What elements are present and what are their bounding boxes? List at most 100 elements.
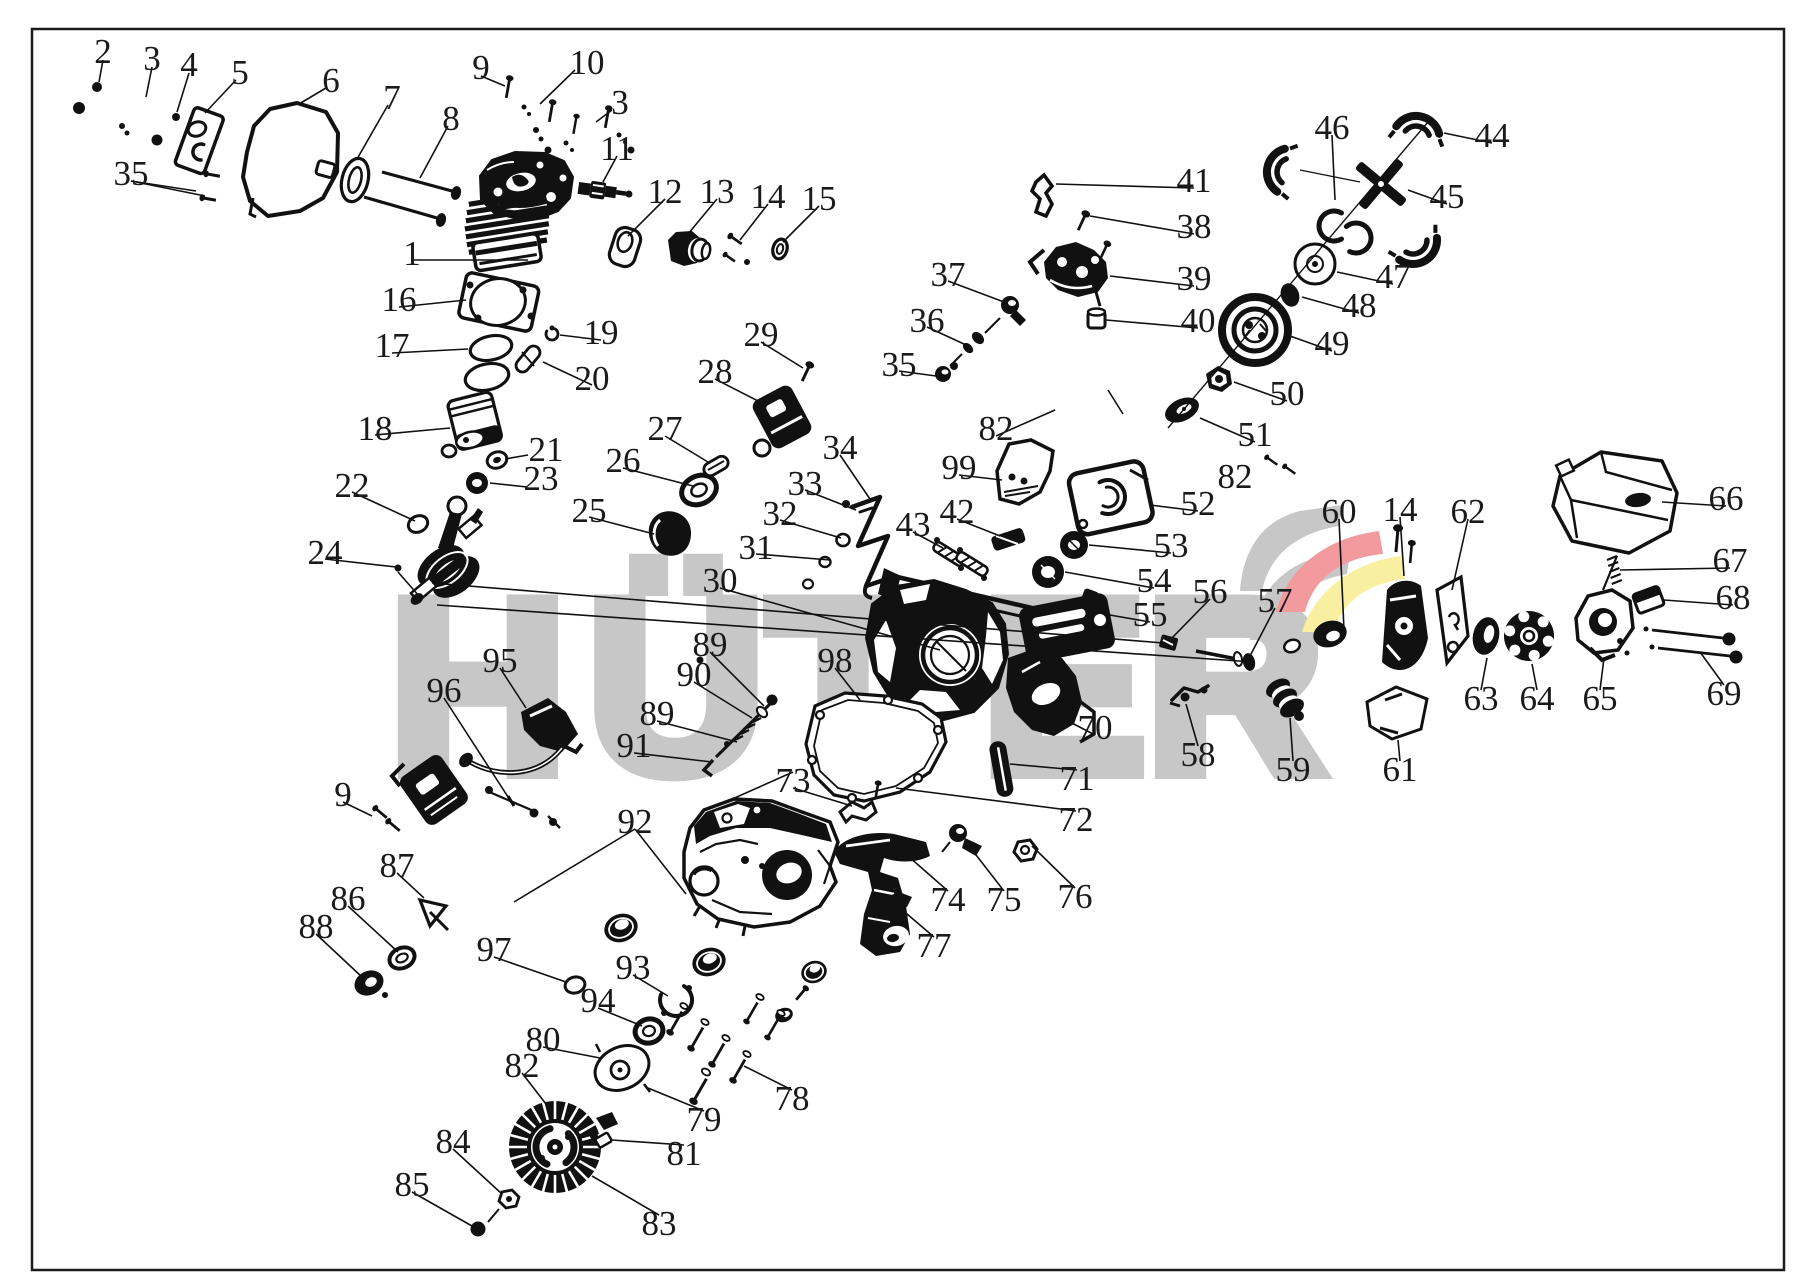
svg-text:2: 2 bbox=[94, 32, 112, 71]
svg-text:98: 98 bbox=[818, 641, 853, 680]
svg-text:89: 89 bbox=[640, 694, 675, 733]
svg-text:81: 81 bbox=[667, 1134, 702, 1173]
svg-text:86: 86 bbox=[331, 879, 366, 918]
svg-text:20: 20 bbox=[575, 359, 610, 398]
svg-text:74: 74 bbox=[931, 880, 966, 919]
svg-text:35: 35 bbox=[114, 154, 149, 193]
svg-text:24: 24 bbox=[308, 533, 343, 572]
svg-text:27: 27 bbox=[648, 409, 683, 448]
svg-text:75: 75 bbox=[987, 880, 1022, 919]
svg-text:85: 85 bbox=[395, 1165, 430, 1204]
svg-text:68: 68 bbox=[1716, 578, 1751, 617]
svg-text:38: 38 bbox=[1177, 207, 1212, 246]
svg-text:9: 9 bbox=[472, 48, 490, 87]
svg-text:31: 31 bbox=[739, 528, 774, 567]
svg-text:37: 37 bbox=[931, 255, 966, 294]
svg-text:96: 96 bbox=[427, 671, 462, 710]
svg-text:28: 28 bbox=[698, 352, 733, 391]
svg-text:82: 82 bbox=[1218, 457, 1253, 496]
svg-text:73: 73 bbox=[776, 761, 811, 800]
svg-text:47: 47 bbox=[1376, 257, 1411, 296]
svg-text:92: 92 bbox=[618, 802, 653, 841]
svg-text:59: 59 bbox=[1276, 750, 1311, 789]
svg-text:10: 10 bbox=[570, 43, 605, 82]
svg-text:66: 66 bbox=[1709, 479, 1744, 518]
svg-text:6: 6 bbox=[322, 61, 340, 100]
svg-text:48: 48 bbox=[1342, 286, 1377, 325]
svg-text:88: 88 bbox=[299, 907, 334, 946]
svg-text:72: 72 bbox=[1059, 800, 1094, 839]
svg-text:99: 99 bbox=[942, 448, 977, 487]
svg-text:71: 71 bbox=[1060, 759, 1095, 798]
svg-text:70: 70 bbox=[1078, 708, 1113, 747]
svg-text:14: 14 bbox=[1383, 490, 1418, 529]
svg-text:51: 51 bbox=[1238, 415, 1273, 454]
svg-text:46: 46 bbox=[1315, 108, 1350, 147]
svg-text:69: 69 bbox=[1707, 674, 1742, 713]
svg-text:64: 64 bbox=[1520, 679, 1555, 718]
svg-text:40: 40 bbox=[1181, 301, 1216, 340]
svg-text:56: 56 bbox=[1193, 572, 1228, 611]
svg-text:8: 8 bbox=[442, 99, 460, 138]
svg-text:55: 55 bbox=[1133, 595, 1168, 634]
svg-text:22: 22 bbox=[335, 466, 370, 505]
svg-text:3: 3 bbox=[143, 39, 161, 78]
svg-text:76: 76 bbox=[1058, 877, 1093, 916]
svg-text:16: 16 bbox=[382, 280, 417, 319]
svg-text:9: 9 bbox=[334, 775, 352, 814]
svg-text:32: 32 bbox=[763, 494, 798, 533]
svg-text:30: 30 bbox=[703, 561, 738, 600]
svg-text:80: 80 bbox=[526, 1020, 561, 1059]
svg-text:65: 65 bbox=[1583, 679, 1618, 718]
svg-text:83: 83 bbox=[642, 1204, 677, 1243]
svg-text:26: 26 bbox=[606, 441, 641, 480]
svg-text:91: 91 bbox=[617, 726, 652, 765]
svg-text:52: 52 bbox=[1181, 484, 1216, 523]
svg-text:36: 36 bbox=[910, 301, 945, 340]
svg-text:39: 39 bbox=[1177, 259, 1212, 298]
svg-text:14: 14 bbox=[751, 177, 786, 216]
svg-text:35: 35 bbox=[882, 345, 917, 384]
svg-text:15: 15 bbox=[802, 179, 837, 218]
svg-text:93: 93 bbox=[616, 948, 651, 987]
svg-text:Ü: Ü bbox=[588, 549, 765, 823]
svg-text:12: 12 bbox=[648, 172, 683, 211]
svg-text:29: 29 bbox=[744, 315, 779, 354]
svg-text:53: 53 bbox=[1154, 526, 1189, 565]
svg-text:44: 44 bbox=[1475, 116, 1510, 155]
svg-text:79: 79 bbox=[687, 1100, 722, 1139]
svg-text:11: 11 bbox=[600, 129, 634, 168]
svg-text:50: 50 bbox=[1270, 374, 1305, 413]
svg-text:13: 13 bbox=[700, 172, 735, 211]
svg-text:1: 1 bbox=[403, 234, 421, 273]
svg-text:41: 41 bbox=[1177, 161, 1212, 200]
svg-text:94: 94 bbox=[581, 981, 616, 1020]
svg-text:84: 84 bbox=[436, 1122, 471, 1161]
svg-text:25: 25 bbox=[572, 491, 607, 530]
svg-text:90: 90 bbox=[677, 655, 712, 694]
svg-text:34: 34 bbox=[823, 428, 858, 467]
svg-text:45: 45 bbox=[1430, 177, 1465, 216]
svg-text:3: 3 bbox=[611, 83, 629, 122]
svg-text:57: 57 bbox=[1258, 581, 1293, 620]
svg-text:78: 78 bbox=[775, 1079, 810, 1118]
svg-text:89: 89 bbox=[693, 625, 728, 664]
svg-text:63: 63 bbox=[1464, 679, 1499, 718]
svg-text:77: 77 bbox=[917, 926, 952, 965]
svg-text:5: 5 bbox=[231, 53, 249, 92]
svg-text:60: 60 bbox=[1322, 492, 1357, 531]
svg-text:19: 19 bbox=[584, 313, 619, 352]
svg-text:17: 17 bbox=[375, 326, 410, 365]
svg-text:49: 49 bbox=[1315, 324, 1350, 363]
svg-text:33: 33 bbox=[788, 464, 823, 503]
svg-text:42: 42 bbox=[940, 492, 975, 531]
svg-text:95: 95 bbox=[483, 641, 518, 680]
svg-text:23: 23 bbox=[524, 459, 559, 498]
svg-text:97: 97 bbox=[477, 930, 512, 969]
svg-text:82: 82 bbox=[505, 1046, 540, 1085]
svg-text:18: 18 bbox=[358, 409, 393, 448]
svg-text:67: 67 bbox=[1713, 541, 1748, 580]
svg-text:62: 62 bbox=[1451, 492, 1486, 531]
svg-text:4: 4 bbox=[180, 45, 198, 84]
svg-text:7: 7 bbox=[383, 78, 401, 117]
